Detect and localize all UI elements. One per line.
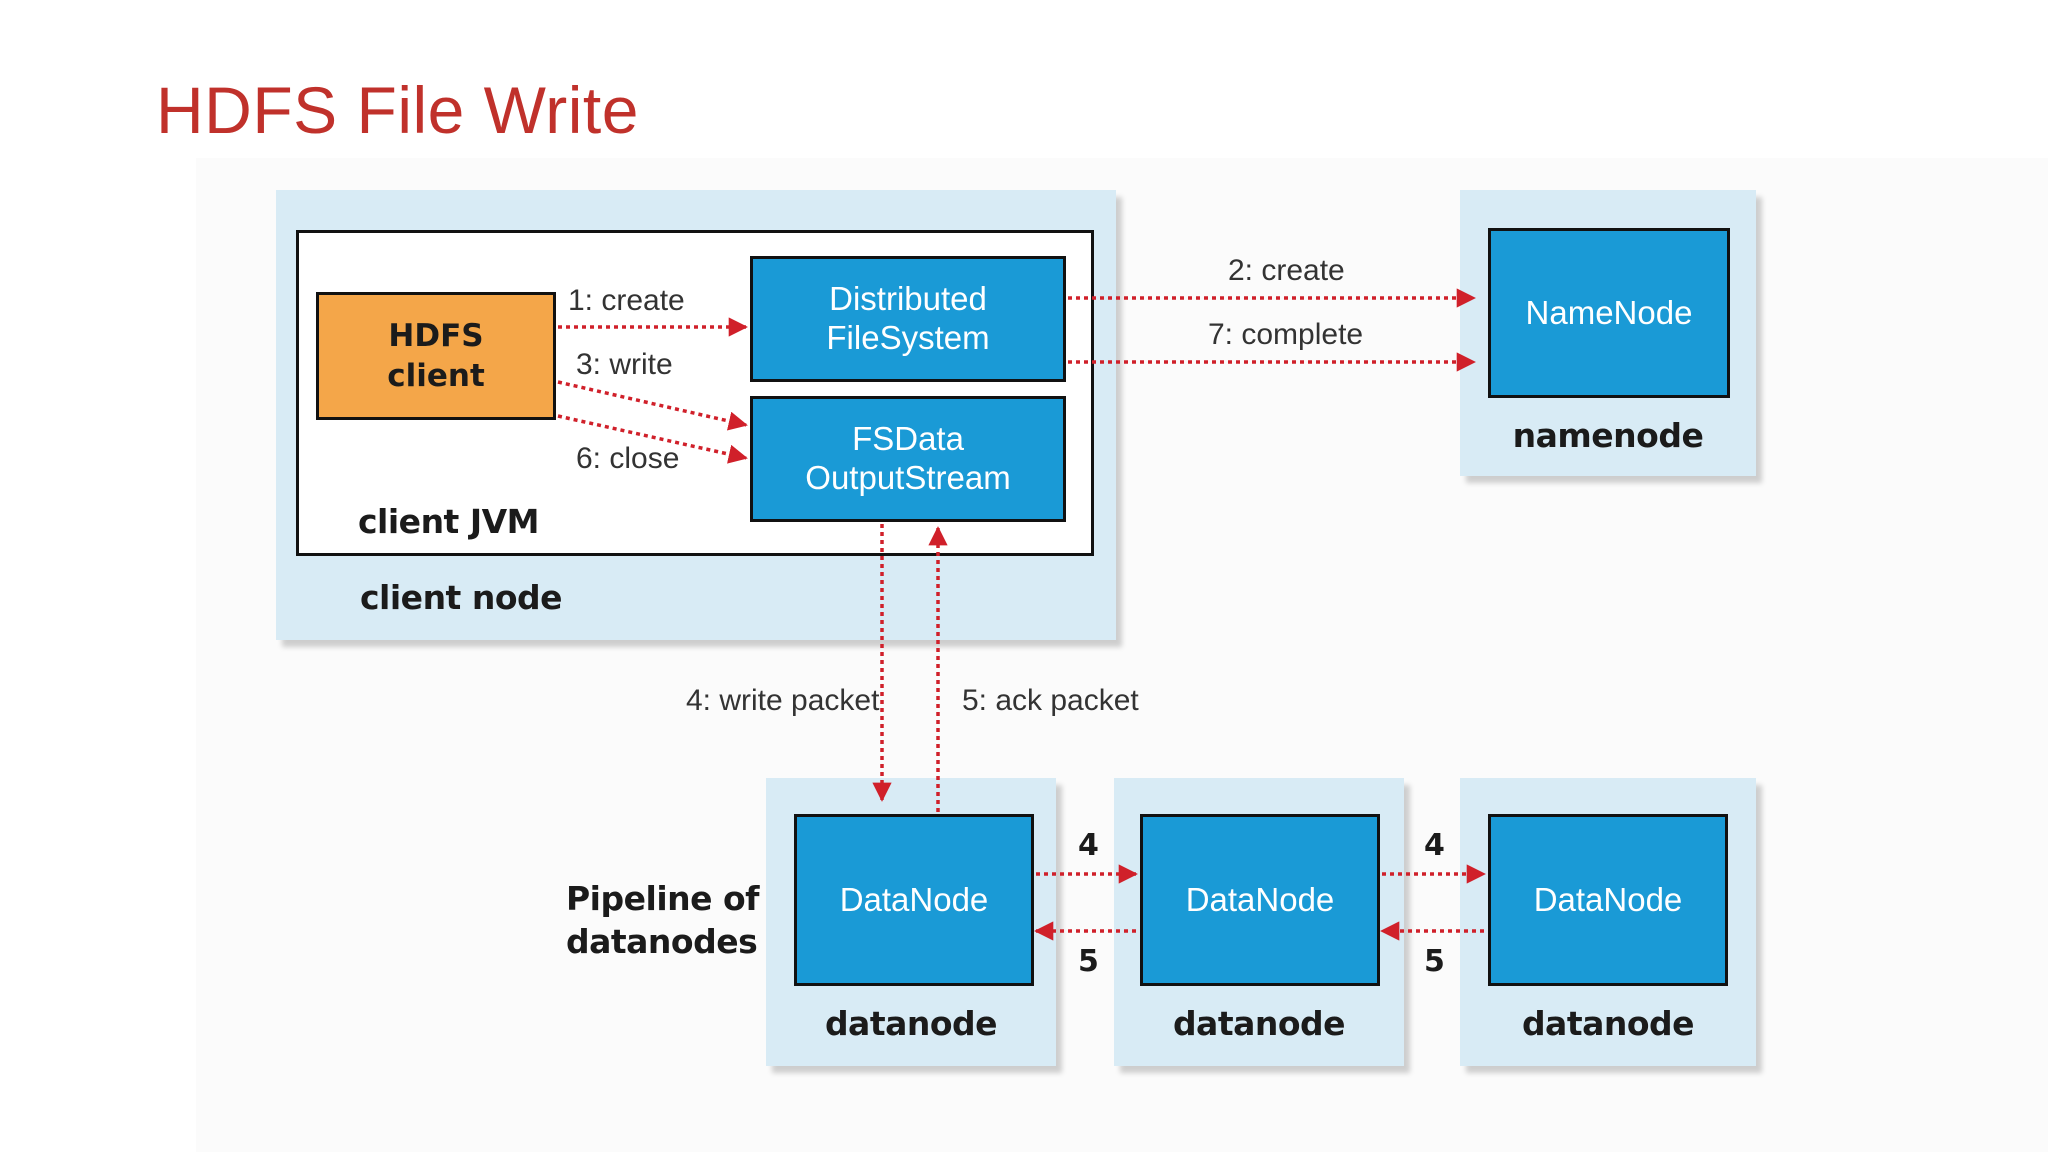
datanode-box: DataNode	[1140, 814, 1380, 986]
pipeline-back-label: 5	[1078, 944, 1099, 979]
pipeline-forward-label: 4	[1078, 828, 1099, 863]
datanode-box: DataNode	[1488, 814, 1728, 986]
namenode-box: NameNode	[1488, 228, 1730, 398]
distributed-filesystem-box: Distributed FileSystem	[750, 256, 1066, 382]
write-packet-label: 4: write packet	[686, 684, 880, 717]
datanode-label: datanode	[824, 1004, 998, 1043]
datanode-label: datanode	[1172, 1004, 1346, 1043]
client-node-label: client node	[360, 578, 563, 617]
ack-packet-label: 5: ack packet	[962, 684, 1139, 717]
write-arrow	[557, 380, 748, 431]
close-label: 6: close	[576, 442, 680, 475]
create-label: 1: create	[568, 284, 685, 317]
client-jvm-label: client JVM	[358, 502, 539, 541]
hdfs-client-box: HDFS client	[316, 292, 556, 420]
write-label: 3: write	[576, 348, 673, 381]
datanode-label: datanode	[1521, 1004, 1695, 1043]
fsdata-outputstream-box: FSData OutputStream	[750, 396, 1066, 522]
namenode-create-label: 2: create	[1228, 254, 1345, 287]
pipeline-back-label: 5	[1424, 944, 1445, 979]
datanode-box: DataNode	[794, 814, 1034, 986]
namenode-complete-label: 7: complete	[1208, 318, 1364, 351]
pipeline-label: Pipeline of datanodes	[566, 879, 760, 961]
namenode-label: namenode	[1512, 416, 1704, 455]
close-arrow	[557, 414, 748, 464]
page-title: HDFS File Write	[156, 73, 639, 147]
pipeline-forward-label: 4	[1424, 828, 1445, 863]
